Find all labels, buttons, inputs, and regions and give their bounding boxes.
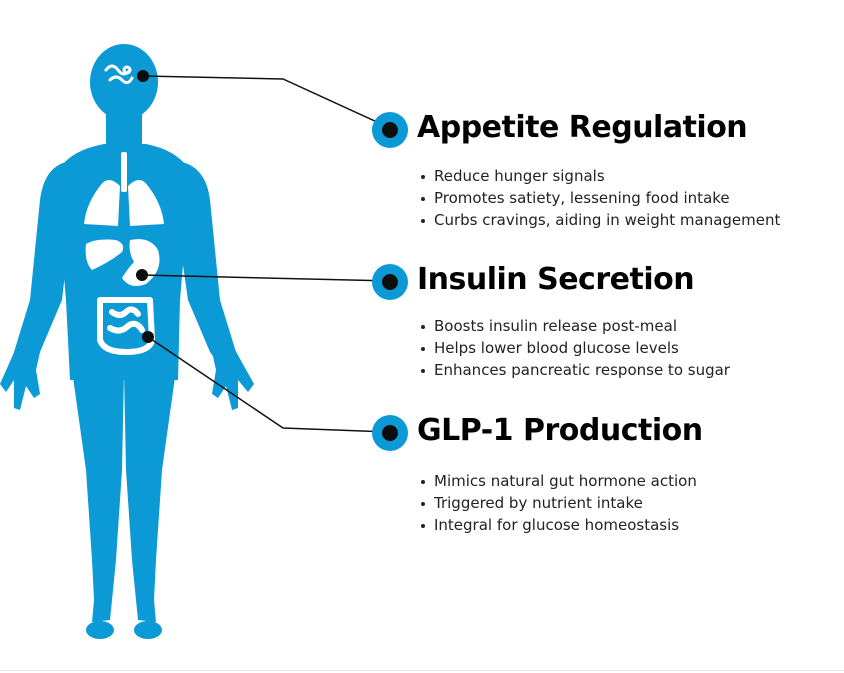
section-marker (372, 112, 408, 148)
bullet-item: Boosts insulin release post-meal (421, 315, 730, 337)
bullet-item: Integral for glucose homeostasis (421, 514, 697, 536)
body-silhouette (0, 44, 254, 639)
bullet-item: Curbs cravings, aiding in weight managem… (420, 209, 780, 231)
bullet-item: Enhances pancreatic response to sugar (421, 359, 730, 381)
organ-markers (136, 70, 154, 343)
bullet-item: Triggered by nutrient intake (421, 492, 697, 514)
marker-brain (137, 70, 149, 82)
bullet-list: Reduce hunger signals Promotes satiety, … (420, 165, 780, 231)
bullet-list: Mimics natural gut hormone action Trigge… (421, 470, 697, 536)
section-marker (372, 264, 408, 300)
bottom-divider (0, 670, 844, 671)
connector-line-appetite (142, 75, 391, 129)
lungs-icon (84, 152, 164, 226)
section-heading: Insulin Secretion (417, 262, 695, 297)
bullet-list: Boosts insulin release post-meal Helps l… (421, 315, 730, 381)
marker-pancreas (136, 269, 148, 281)
connector-lines (141, 75, 391, 433)
bullet-item: Reduce hunger signals (420, 165, 780, 187)
section-marker (372, 415, 408, 451)
connector-line-insulin (141, 274, 391, 282)
section-heading: GLP-1 Production (417, 413, 703, 448)
marker-intestines (142, 331, 154, 343)
intestines-icon (97, 297, 155, 355)
bullet-item: Mimics natural gut hormone action (421, 470, 697, 492)
bullet-item: Helps lower blood glucose levels (421, 337, 730, 359)
section-heading: Appetite Regulation (417, 110, 748, 145)
liver-stomach-icon (85, 239, 160, 286)
connector-line-glp1 (147, 336, 391, 433)
bullet-item: Promotes satiety, lessening food intake (420, 187, 780, 209)
brain-icon (104, 64, 134, 85)
